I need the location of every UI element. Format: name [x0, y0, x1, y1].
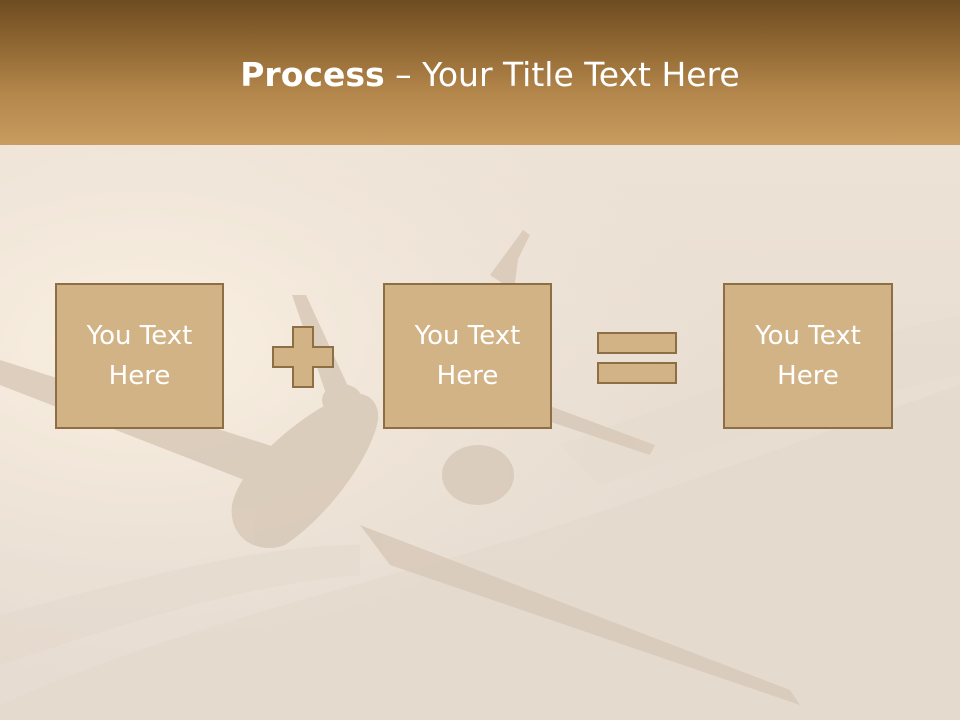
slide-title: Process – Your Title Text Here: [0, 52, 960, 98]
process-box-label: You Text Here: [755, 321, 861, 391]
process-box-label: You Text Here: [86, 321, 193, 391]
process-box-label: You Text Here: [414, 321, 521, 391]
process-box-2[interactable]: You Text Here: [383, 283, 552, 429]
title-banner: Process – Your Title Text Here: [0, 0, 960, 145]
equals-icon: [597, 332, 677, 384]
plus-icon: [272, 326, 334, 388]
process-box-3[interactable]: You Text Here: [723, 283, 893, 429]
airplane-background-image: [0, 145, 960, 720]
title-keyword: Process: [240, 55, 385, 94]
process-box-1[interactable]: You Text Here: [55, 283, 224, 429]
title-text: – Your Title Text Here: [384, 55, 740, 94]
